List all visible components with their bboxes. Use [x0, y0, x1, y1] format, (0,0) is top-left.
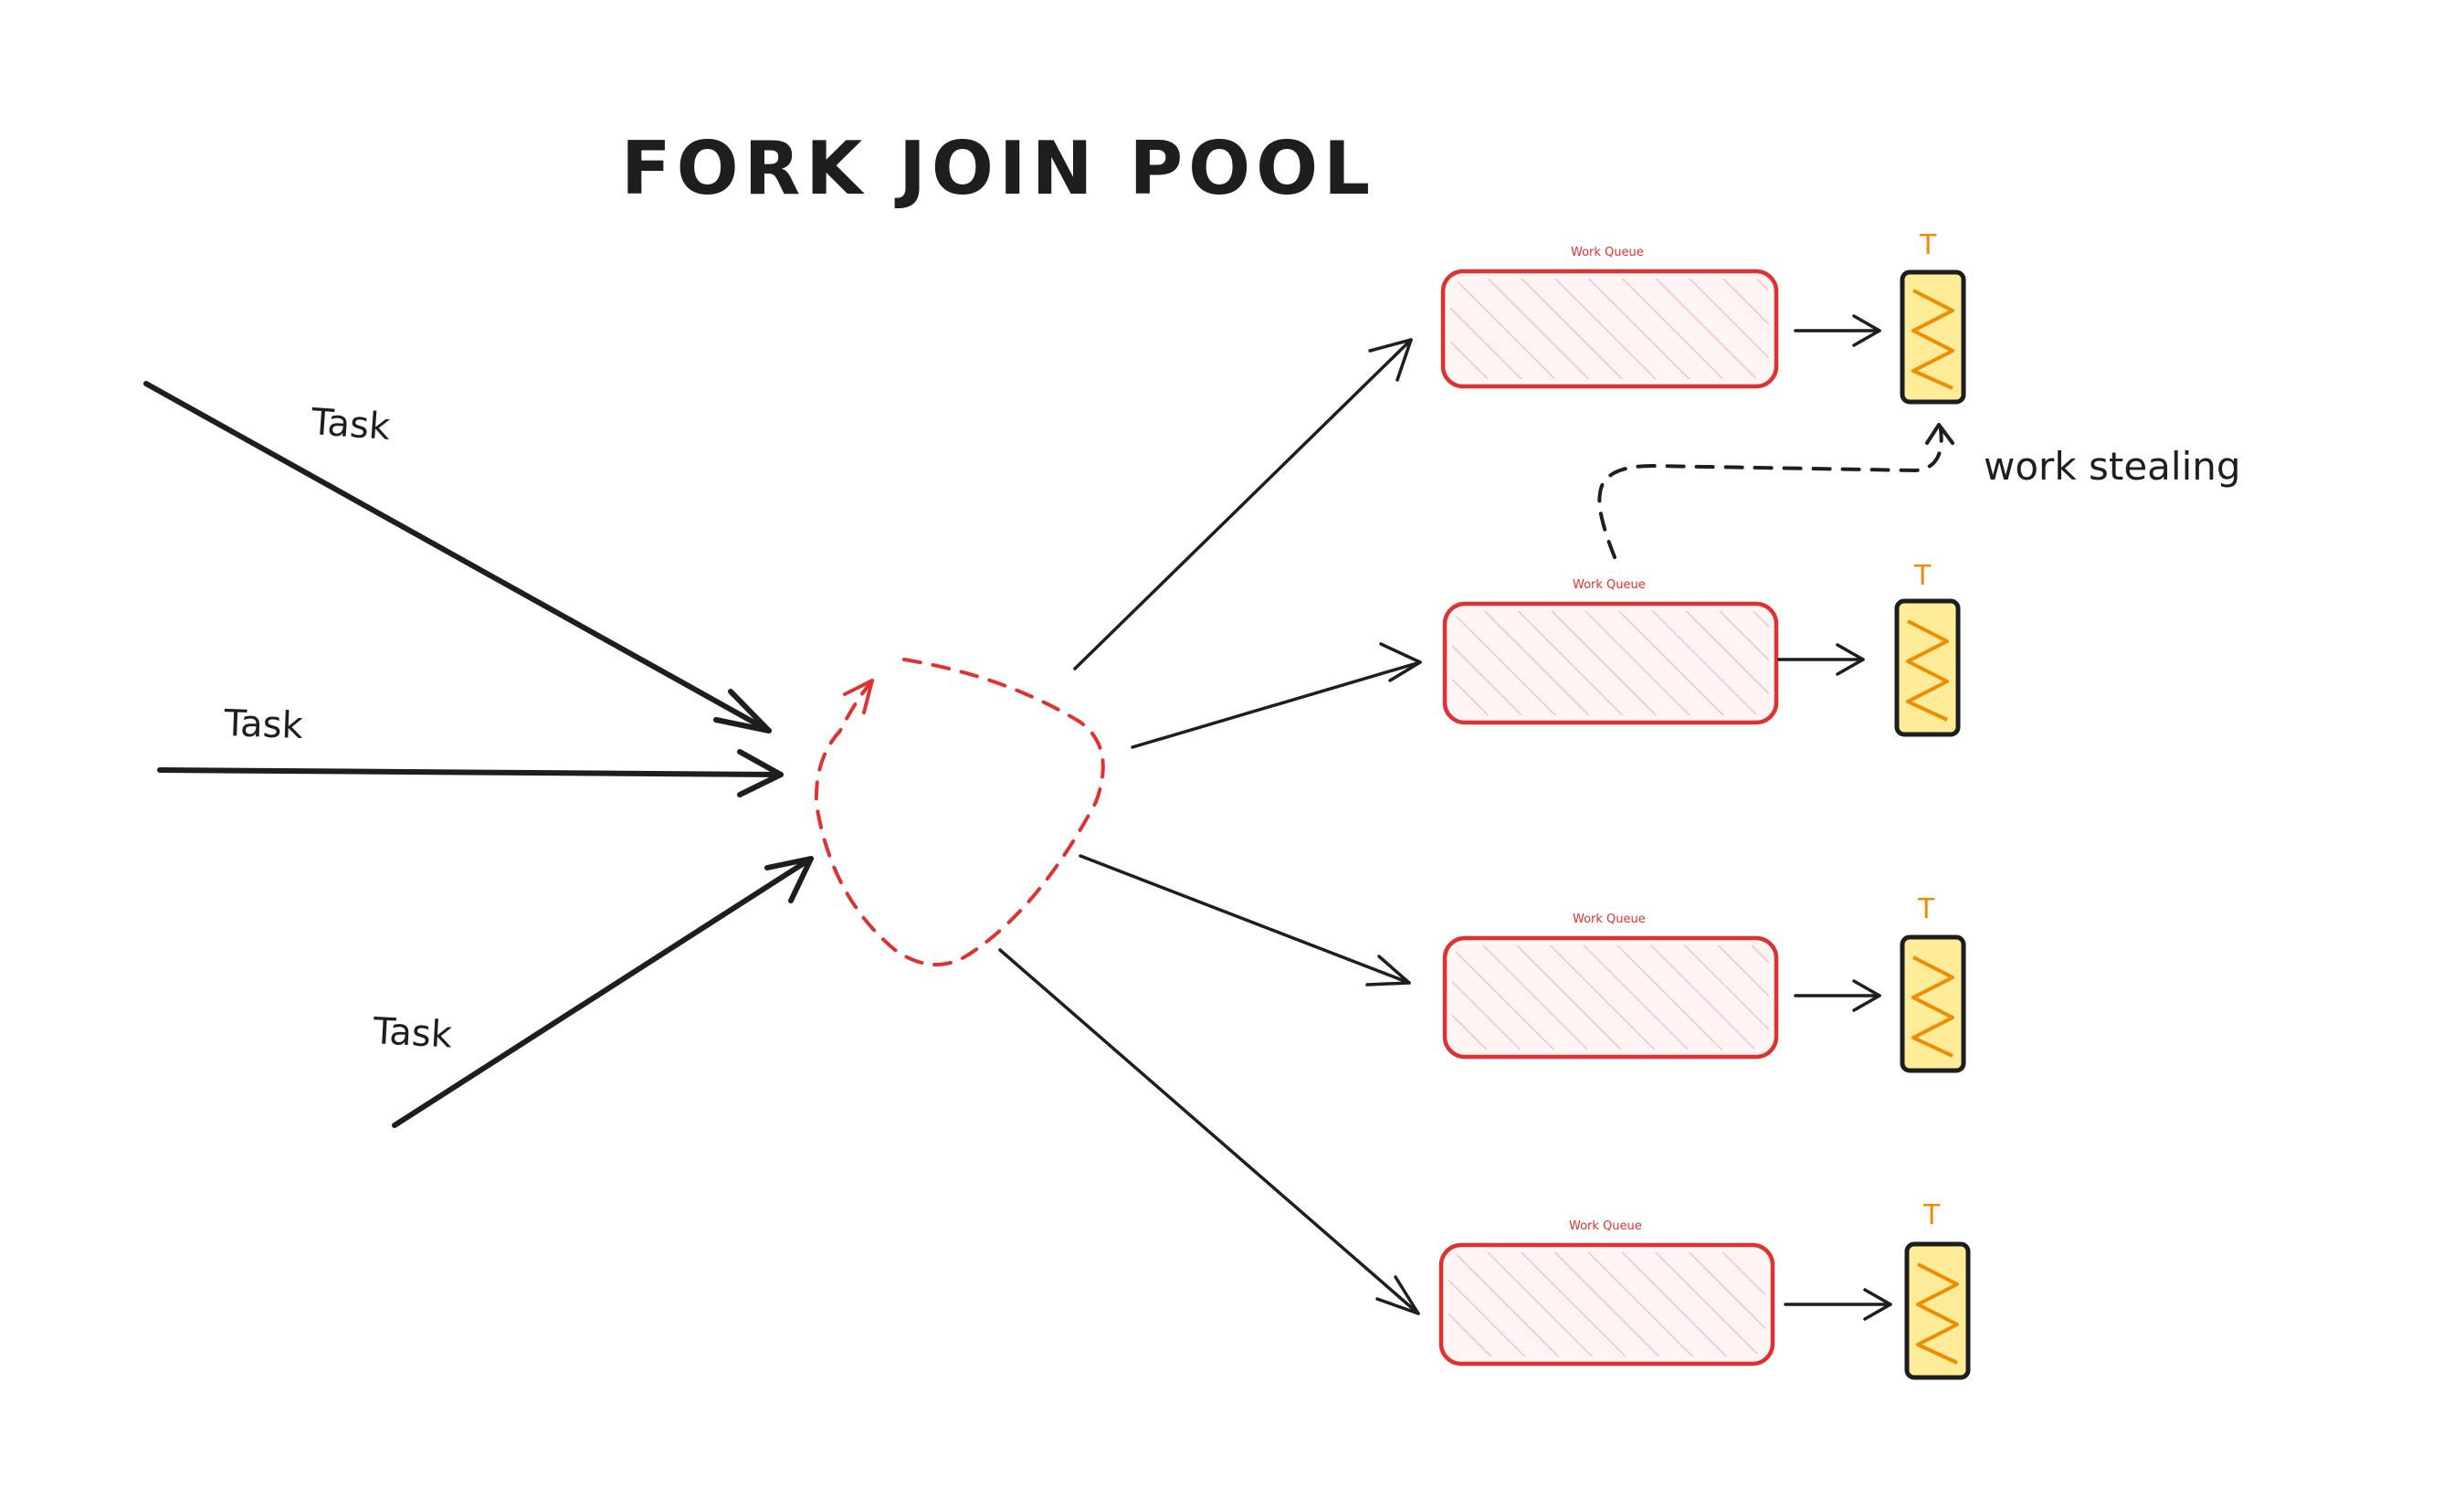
queue-to-thread-arrow-4	[1784, 1288, 1892, 1321]
task-arrow-2	[157, 749, 784, 797]
thread-label: T	[1913, 560, 1932, 592]
queue-to-thread-arrow-1	[1794, 314, 1881, 347]
worker-thread-4: T	[1904, 1199, 1971, 1380]
dispatch-arrow-3	[1079, 854, 1411, 987]
task-arrow-3	[392, 856, 814, 1128]
worker-thread-2: T	[1894, 560, 1961, 737]
work-stealing-label: work stealing	[1984, 444, 2241, 489]
thread-label: T	[1922, 1199, 1941, 1231]
queue-to-thread-arrow-2	[1777, 643, 1865, 676]
work-queue-label: Work Queue	[1573, 578, 1646, 592]
dispatch-arrow-1	[1073, 338, 1413, 670]
work-queue-2: Work Queue	[1442, 578, 1779, 725]
pool-dispatcher	[814, 658, 1105, 966]
work-queue-3: Work Queue	[1442, 913, 1779, 1060]
task-arrow-1	[143, 381, 772, 733]
task-label-2: Task	[223, 702, 305, 747]
worker-thread-1: T	[1900, 229, 1966, 405]
thread-label: T	[1919, 229, 1937, 261]
diagram-title: FORK JOIN POOL	[621, 126, 1375, 211]
work-queue-label: Work Queue	[1569, 1219, 1642, 1233]
work-queue-1: Work Queue	[1440, 246, 1779, 389]
thread-label: T	[1917, 893, 1935, 925]
work-queue-label: Work Queue	[1571, 246, 1644, 259]
task-label-3: Task	[371, 1010, 453, 1057]
dispatch-arrow-2	[1131, 642, 1422, 749]
work-stealing-arrow	[1597, 423, 1954, 559]
dispatch-arrow-4	[998, 948, 1420, 1315]
work-queue-label: Work Queue	[1573, 913, 1646, 926]
work-queue-4: Work Queue	[1438, 1219, 1775, 1367]
worker-thread-3: T	[1900, 893, 1966, 1073]
task-label-1: Task	[309, 401, 392, 448]
queue-to-thread-arrow-3	[1794, 979, 1881, 1012]
